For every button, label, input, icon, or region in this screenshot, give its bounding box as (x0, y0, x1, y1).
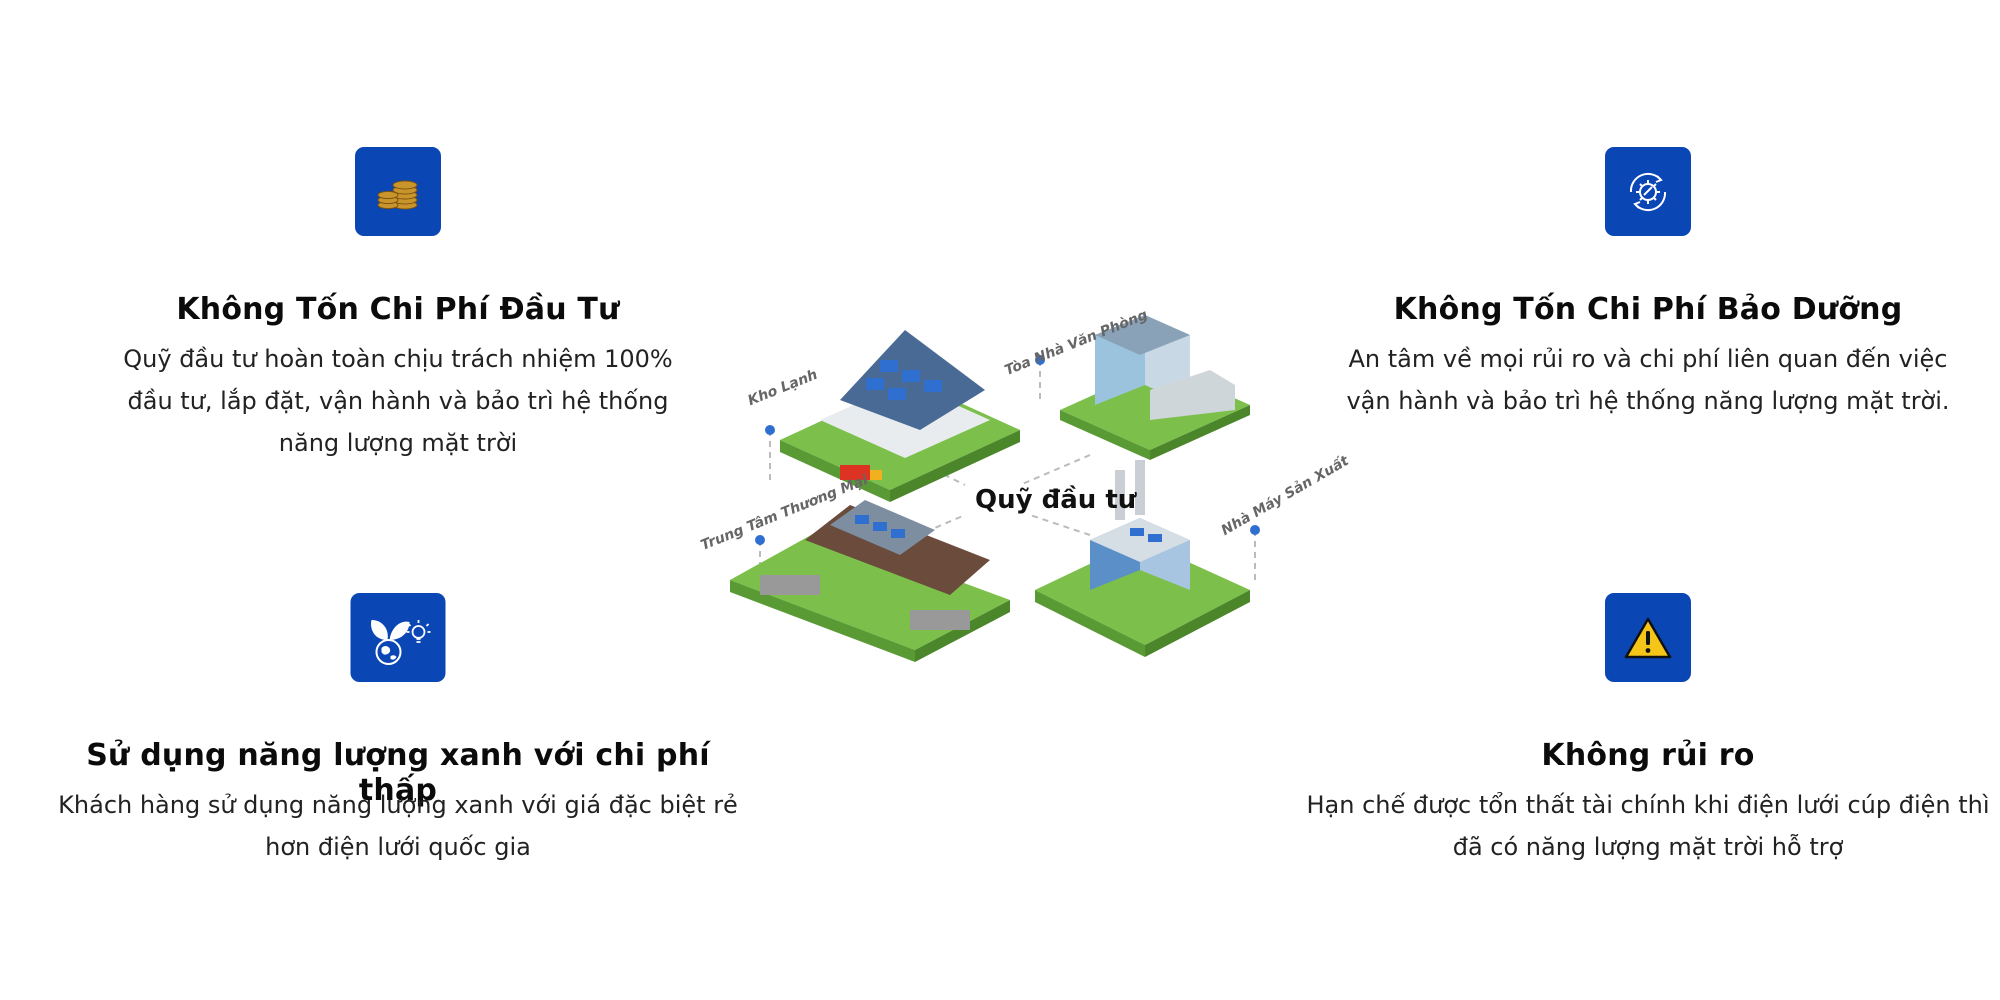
cold-storage-building (780, 330, 1020, 502)
coin-stack-icon (377, 180, 418, 209)
investment-fund-label: Quỹ đầu tư (975, 485, 1137, 515)
feature-title: Không rủi ro (1541, 738, 1755, 773)
office-building (1060, 315, 1250, 460)
icon-tile (1605, 147, 1691, 236)
feature-title: Không Tốn Chi Phí Bảo Dưỡng (1393, 292, 1903, 327)
maintenance-gear-icon (1629, 172, 1667, 211)
investment-fund-illustration (730, 315, 1260, 662)
shopping-mall-building (730, 500, 1010, 662)
feature-description: Quỹ đầu tư hoàn toàn chịu trách nhiệm 10… (123, 345, 673, 457)
factory-building (1035, 460, 1250, 657)
feature-title: Không Tốn Chi Phí Đầu Tư (176, 292, 620, 327)
feature-description: An tâm về mọi rủi ro và chi phí liên qua… (1346, 345, 1950, 415)
icon-tile (350, 593, 446, 682)
green-energy-icon (370, 619, 430, 665)
feature-description: Khách hàng sử dụng năng lượng xanh với g… (58, 791, 738, 861)
feature-description: Hạn chế được tổn thất tài chính khi điện… (1306, 791, 1990, 861)
icon-tile (355, 147, 441, 236)
feature-title: Sử dụng năng lượng xanh với chi phí thấp (86, 738, 710, 808)
warning-icon (1624, 617, 1672, 658)
icon-tile (1605, 593, 1691, 682)
